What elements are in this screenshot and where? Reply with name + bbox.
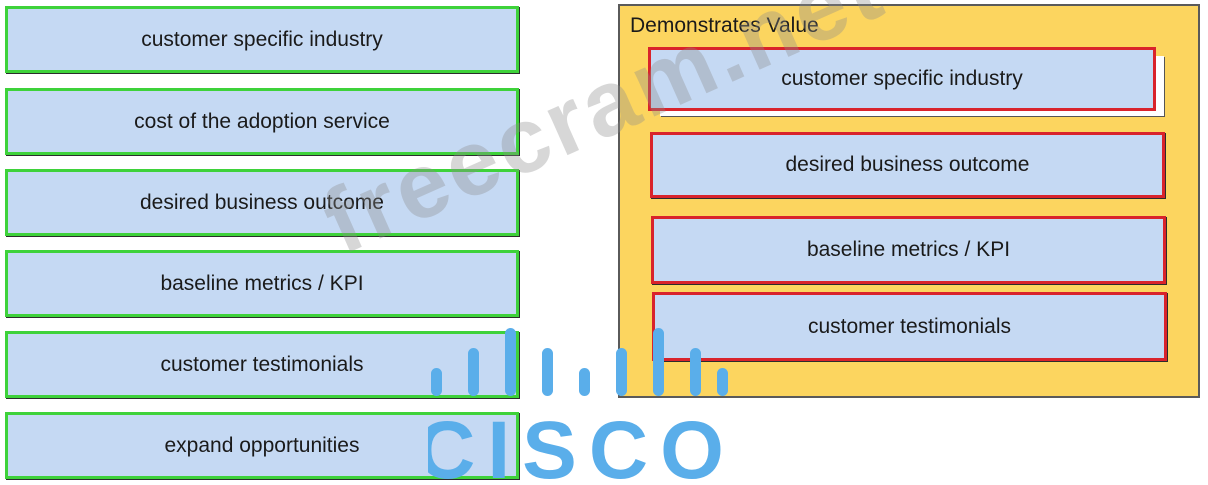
source-item-label: expand opportunities <box>164 433 360 457</box>
target-item-label: desired business outcome <box>785 153 1030 176</box>
source-item-customer-specific-industry[interactable]: customer specific industry <box>5 6 519 73</box>
source-item-label: baseline metrics / KPI <box>160 271 364 295</box>
source-item-label: customer specific industry <box>141 27 383 51</box>
target-item-customer-testimonials[interactable]: customer testimonials <box>652 292 1167 361</box>
target-item-label: customer specific industry <box>781 67 1023 90</box>
source-item-desired-business-outcome[interactable]: desired business outcome <box>5 169 519 236</box>
target-box-title: Demonstrates Value <box>630 14 819 37</box>
target-item-label: customer testimonials <box>807 314 1012 338</box>
target-item-label: baseline metrics / KPI <box>806 238 1011 261</box>
source-item-expand-opportunities[interactable]: expand opportunities <box>5 412 519 479</box>
source-item-baseline-metrics-kpi[interactable]: baseline metrics / KPI <box>5 250 519 317</box>
cisco-logo-bars <box>431 328 728 396</box>
source-item-label: desired business outcome <box>140 190 384 214</box>
source-item-cost-of-adoption-service[interactable]: cost of the adoption service <box>5 88 519 155</box>
target-item-customer-specific-industry[interactable]: customer specific industry <box>648 47 1156 111</box>
cisco-logo-wordmark: CISCO <box>428 405 728 485</box>
source-item-label: customer testimonials <box>160 352 364 376</box>
target-item-baseline-metrics-kpi[interactable]: baseline metrics / KPI <box>651 216 1166 284</box>
cisco-logo: CISCO <box>428 328 728 485</box>
target-item-desired-business-outcome[interactable]: desired business outcome <box>650 132 1165 198</box>
source-item-label: cost of the adoption service <box>134 109 390 133</box>
